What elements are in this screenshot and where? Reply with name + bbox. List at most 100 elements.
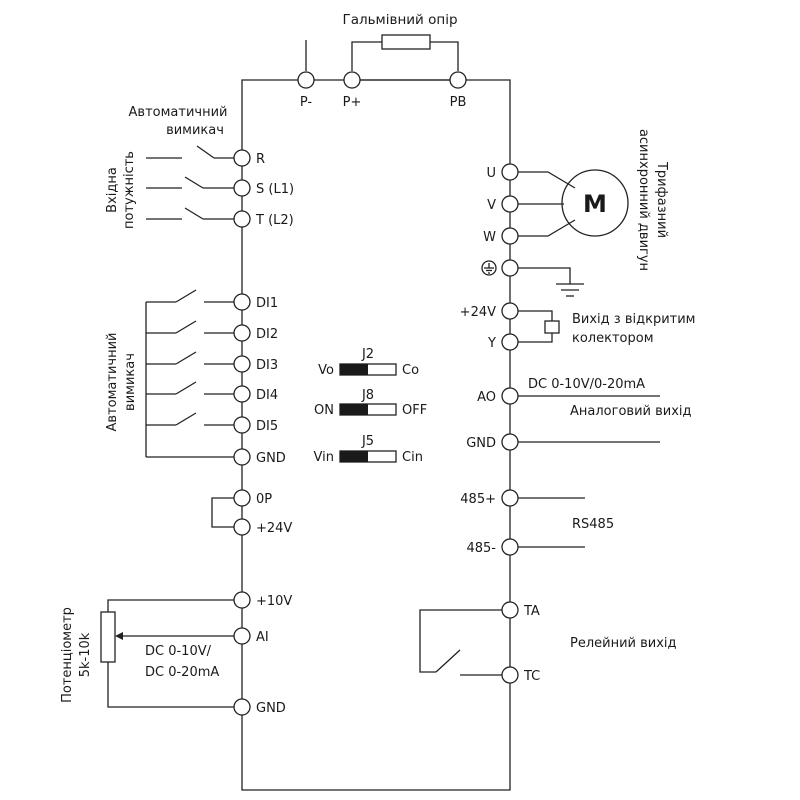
terminal-w[interactable] xyxy=(501,227,519,245)
terminal-ao[interactable] xyxy=(501,387,519,405)
terminal-y[interactable] xyxy=(501,333,519,351)
terminal-10v[interactable] xyxy=(233,591,251,609)
earth-group xyxy=(481,259,584,297)
terminal-485-minus-label: 485- xyxy=(466,541,496,556)
terminal-di4-label: DI4 xyxy=(256,388,278,403)
jumper-j8-name: J8 xyxy=(361,388,374,403)
jumper-j5-name: J5 xyxy=(361,434,374,449)
terminal-p-minus-label: P- xyxy=(300,95,313,110)
terminal-di1[interactable] xyxy=(233,293,251,311)
terminal-s-label: S (L1) xyxy=(256,182,294,197)
terminal-s[interactable] xyxy=(233,179,251,197)
terminal-di2[interactable] xyxy=(233,324,251,342)
op-group: 0P +24V xyxy=(211,489,292,536)
terminal-485-plus-label: 485+ xyxy=(460,492,496,507)
potentiometer-wiper-arrow xyxy=(115,632,123,640)
terminal-di-gnd-label: GND xyxy=(256,451,286,466)
terminal-ai-gnd[interactable] xyxy=(233,698,251,716)
analog-input-range-line1: DC 0-10V/ xyxy=(145,644,212,659)
motor-group: M Трифазний асинхронний двигун U V W xyxy=(483,129,669,271)
breaker-label-line1: Автоматичний xyxy=(129,105,228,120)
digital-inputs-group: Автоматичний вимикач DI1 DI2 DI3 xyxy=(105,289,286,466)
terminal-ao-label: AO xyxy=(477,390,496,405)
terminal-di4[interactable] xyxy=(233,385,251,403)
analog-input-range-line2: DC 0-20mA xyxy=(145,665,219,680)
terminal-ta-label: TA xyxy=(523,604,540,619)
terminal-pe[interactable] xyxy=(501,259,519,277)
terminal-tc-label: TC xyxy=(523,669,540,684)
terminal-0p[interactable] xyxy=(233,489,251,507)
rs485-label: RS485 xyxy=(572,517,614,532)
terminal-r-label: R xyxy=(256,152,265,167)
terminal-di2-label: DI2 xyxy=(256,327,278,342)
jumper-j5-left: Vin xyxy=(314,450,334,465)
jumper-j5-right: Cin xyxy=(402,450,423,465)
terminal-ta[interactable] xyxy=(501,601,519,619)
analog-input-group: Потенціометр 5k-10k DC 0-10V/ DC 0-20mA … xyxy=(60,591,292,716)
terminal-di1-label: DI1 xyxy=(256,296,278,311)
input-power-label-line1: Вхідна xyxy=(105,167,120,213)
jumper-j2-name: J2 xyxy=(361,347,374,362)
terminal-ai-gnd-label: GND xyxy=(256,701,286,716)
terminal-di3[interactable] xyxy=(233,355,251,373)
open-collector-label-line2: колектором xyxy=(572,331,654,346)
relay-coil xyxy=(544,320,560,334)
jumper-j2[interactable]: J2 Vo Co xyxy=(318,347,419,378)
terminal-tc[interactable] xyxy=(501,666,519,684)
terminal-485-plus[interactable] xyxy=(501,489,519,507)
terminal-u[interactable] xyxy=(501,163,519,181)
motor-label-line2: асинхронний двигун xyxy=(636,129,651,271)
digital-breaker-label-line2: вимикач xyxy=(123,353,138,411)
rs485-group: 485+ 485- RS485 xyxy=(460,489,614,556)
analog-output-group: AO DC 0-10V/0-20mA Аналоговий вихід GND xyxy=(466,377,691,451)
terminal-u-label: U xyxy=(486,166,496,181)
motor-label-line1: Трифазний xyxy=(654,161,669,238)
terminal-r[interactable] xyxy=(233,149,251,167)
motor-symbol xyxy=(561,169,629,237)
terminal-10v-label: +10V xyxy=(256,594,292,609)
open-collector-group: +24V Y Вихід з відкритим колектором xyxy=(460,302,695,351)
terminal-p-plus[interactable] xyxy=(343,71,361,89)
ao-label: Аналоговий вихід xyxy=(570,404,692,419)
breaker-label-line2: вимикач xyxy=(166,123,224,138)
ao-range: DC 0-10V/0-20mA xyxy=(528,377,645,392)
terminal-di-gnd[interactable] xyxy=(233,448,251,466)
brake-resistor xyxy=(381,34,431,50)
terminal-w-label: W xyxy=(483,230,496,245)
jumper-j8[interactable]: J8 ON OFF xyxy=(314,388,427,418)
jumper-j8-right: OFF xyxy=(402,403,427,418)
terminal-24v-right[interactable] xyxy=(501,302,519,320)
terminal-pb-label: PB xyxy=(450,95,467,110)
terminal-t-label: T (L2) xyxy=(255,213,294,228)
terminal-p-minus[interactable] xyxy=(297,71,315,89)
terminal-24v-left[interactable] xyxy=(233,518,251,536)
input-power-label-line2: потужність xyxy=(122,151,137,229)
jumper-j2-left: Vo xyxy=(318,363,334,378)
motor-letter: M xyxy=(583,190,607,218)
potentiometer-label-line1: Потенціометр xyxy=(60,607,75,703)
brake-resistor-group: Гальмівний опір P- P+ PB xyxy=(297,12,467,110)
jumper-j5-slider xyxy=(340,451,368,462)
potentiometer-label-line2: 5k-10k xyxy=(78,632,93,677)
jumper-j5[interactable]: J5 Vin Cin xyxy=(314,434,423,465)
terminal-v[interactable] xyxy=(501,195,519,213)
terminal-485-minus[interactable] xyxy=(501,538,519,556)
brake-resistor-label: Гальмівний опір xyxy=(342,12,457,28)
terminal-t[interactable] xyxy=(233,210,251,228)
terminal-y-label: Y xyxy=(487,336,496,351)
digital-breaker-label-line1: Автоматичний xyxy=(105,333,120,432)
terminal-gnd-right[interactable] xyxy=(501,433,519,451)
terminal-0p-label: 0P xyxy=(256,492,272,507)
terminal-gnd-right-label: GND xyxy=(466,436,496,451)
terminal-pb[interactable] xyxy=(449,71,467,89)
jumper-j2-right: Co xyxy=(402,363,419,378)
terminal-24v-right-label: +24V xyxy=(460,305,496,320)
terminal-di5[interactable] xyxy=(233,416,251,434)
terminal-ai-label: AI xyxy=(256,630,269,645)
terminal-di3-label: DI3 xyxy=(256,358,278,373)
terminal-di5-label: DI5 xyxy=(256,419,278,434)
terminal-v-label: V xyxy=(487,198,496,213)
terminal-ai[interactable] xyxy=(233,627,251,645)
power-input-group: Автоматичний вимикач Вхідна потужність R… xyxy=(105,105,294,229)
